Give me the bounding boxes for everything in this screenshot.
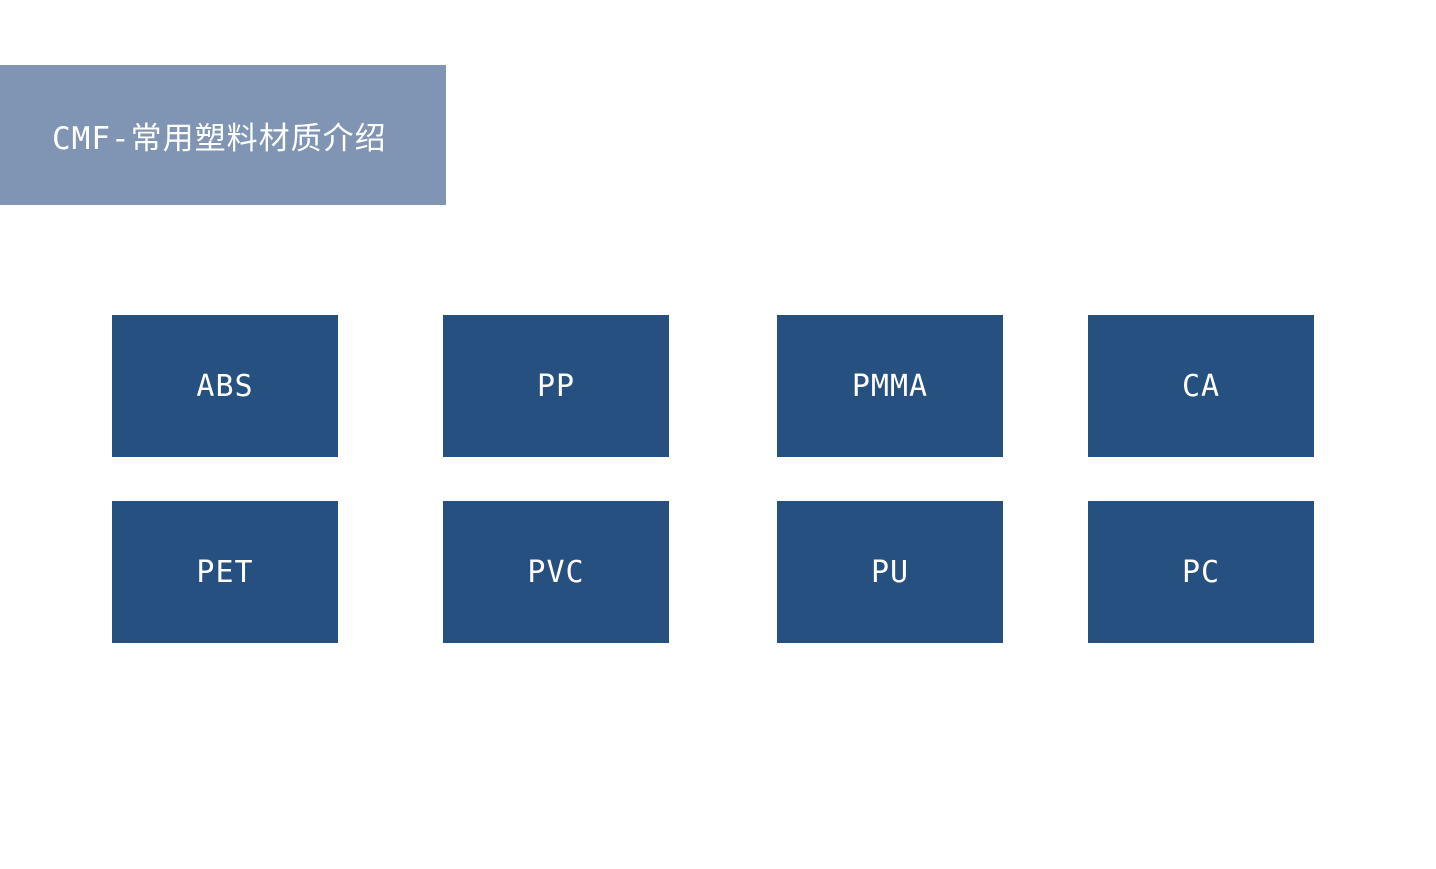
material-box-pu: PU	[777, 501, 1003, 643]
material-box-pvc: PVC	[443, 501, 669, 643]
material-box-pmma: PMMA	[777, 315, 1003, 457]
material-label-pu: PU	[870, 554, 910, 590]
material-box-pc: PC	[1088, 501, 1314, 643]
material-box-pp: PP	[443, 315, 669, 457]
material-label-pp: PP	[536, 368, 576, 404]
material-box-ca: CA	[1088, 315, 1314, 457]
material-label-pc: PC	[1181, 554, 1221, 590]
material-label-abs: ABS	[196, 368, 254, 404]
material-label-pmma: PMMA	[851, 368, 929, 404]
slide-title: CMF-常用塑料材质介绍	[52, 120, 387, 157]
title-banner: CMF-常用塑料材质介绍	[0, 65, 446, 205]
material-label-ca: CA	[1181, 368, 1221, 404]
material-box-pet: PET	[112, 501, 338, 643]
material-box-abs: ABS	[112, 315, 338, 457]
material-label-pet: PET	[196, 554, 254, 590]
material-label-pvc: PVC	[527, 554, 585, 590]
